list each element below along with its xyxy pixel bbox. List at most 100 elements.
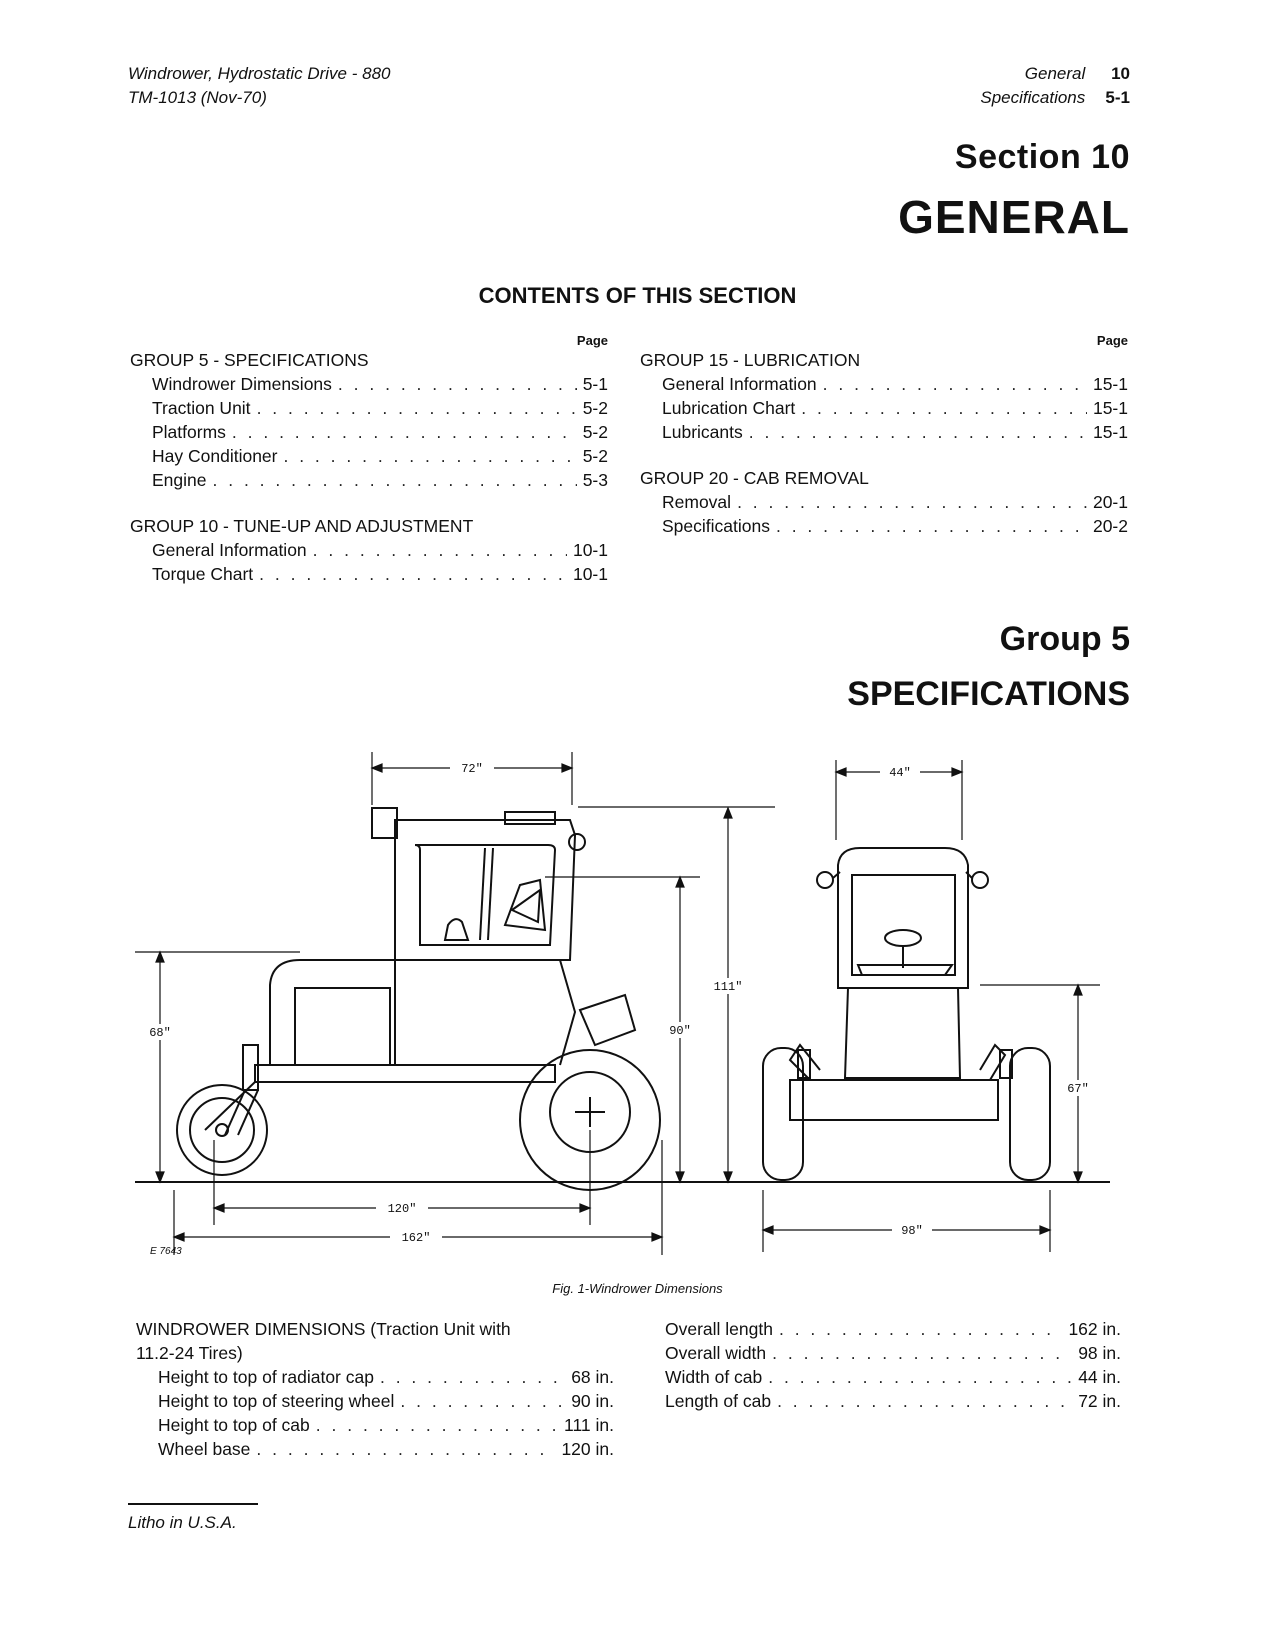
spec-row: Length of cab 72 in. [665,1389,1121,1413]
spec-label: Height to top of cab [158,1415,310,1435]
dim-height-front: 67" [1067,1082,1089,1096]
toc-left-column: Page GROUP 5 - SPECIFICATIONS Windrower … [130,333,608,586]
toc-entry-label: Traction Unit [152,398,251,418]
section-number: Section 10 [954,138,1130,176]
toc-entry[interactable]: Engine 5-3 [130,468,608,492]
toc-entry-label: Torque Chart [152,564,254,584]
toc-entry-page: 5-2 [582,446,608,466]
front-view-dimensions [761,760,1100,1252]
header-page-label: Specifications [980,88,1086,107]
toc-entry-page: 5-2 [582,422,608,442]
figure-code: E 7643 [150,1246,182,1257]
dim-cab-length: 72" [461,762,483,776]
spec-row: Width of cab 44 in. [665,1365,1121,1389]
toc-group-heading: GROUP 20 - CAB REMOVAL [640,468,869,488]
toc-group-heading: GROUP 5 - SPECIFICATIONS [130,350,369,370]
dim-overall-width: 98" [901,1224,923,1238]
spec-row: Wheel base 120 in. [136,1437,614,1461]
toc-right-column: Page GROUP 15 - LUBRICATION General Info… [640,333,1128,538]
toc-entry-page: 20-1 [1092,492,1128,512]
header-section-label: General [1024,64,1086,83]
header-page-line: Specifications 5-1 [980,86,1130,110]
toc-entry-page: 5-3 [582,470,608,490]
spec-row: Height to top of radiator cap68 in. [136,1365,614,1389]
toc-entry-label: Windrower Dimensions [152,374,332,394]
header-page-number: 5-1 [1105,88,1130,107]
toc-entry-label: Specifications [662,516,770,536]
front-view-drawing [762,847,1051,1181]
manual-code: TM-1013 (Nov-70) [128,88,267,107]
toc-entry[interactable]: Platforms 5-2 [130,420,608,444]
toc-entry[interactable]: General Information 10-1 [130,538,608,562]
spec-value: 90 in. [571,1391,614,1411]
side-view-drawing [176,807,661,1191]
toc-entry-label: General Information [662,374,817,394]
dim-wheel-base: 120" [388,1202,417,1216]
header-section-number: 10 [1111,64,1130,83]
toc-entry-page: 15-1 [1092,374,1128,394]
toc-entry-label: Removal [662,492,732,512]
group-title: SPECIFICATIONS [847,675,1130,713]
dim-height-cab: 111" [714,980,743,994]
toc-entry-page: 20-2 [1092,516,1128,536]
toc-entry-page: 5-1 [582,374,608,394]
toc-entry[interactable]: Traction Unit 5-2 [130,396,608,420]
spec-label: Overall length [665,1319,773,1339]
toc-entry[interactable]: Lubrication Chart15-1 [640,396,1128,420]
section-title: GENERAL [898,191,1130,243]
dim-overall-length: 162" [402,1231,431,1245]
toc-entry-label: Hay Conditioner [152,446,278,466]
specs-heading-cont: 11.2-24 Tires) [136,1343,243,1363]
spec-label: Overall width [665,1343,767,1363]
toc-group-heading: GROUP 10 - TUNE-UP AND ADJUSTMENT [130,516,474,536]
side-view-dimensions [135,752,775,1255]
dim-height-radiator: 68" [149,1026,171,1040]
spec-value: 98 in. [1078,1343,1121,1363]
contents-title: CONTENTS OF THIS SECTION [478,283,797,308]
spec-row: Height to top of cab 111 in. [136,1413,614,1437]
spec-value: 162 in. [1068,1319,1121,1339]
spec-value: 120 in. [561,1439,614,1459]
spec-label: Length of cab [665,1391,772,1411]
toc-entry[interactable]: Windrower Dimensions 5-1 [130,372,608,396]
spec-label: Height to top of steering wheel [158,1391,395,1411]
toc-page-label: Page [1096,333,1128,348]
toc-entry-label: Lubrication Chart [662,398,796,418]
spec-value: 68 in. [571,1367,614,1387]
specs-right-column: Overall length 162 in. Overall width 98 in… [665,1317,1121,1413]
toc-entry[interactable]: Hay Conditioner 5-2 [130,444,608,468]
header-left: Windrower, Hydrostatic Drive - 880 TM-10… [128,62,391,110]
manual-title: Windrower, Hydrostatic Drive - 880 [128,64,391,83]
specs-left-column: WINDROWER DIMENSIONS (Traction Unit with… [136,1317,614,1461]
header-section-line: General 10 [980,62,1130,86]
toc-entry-label: Lubricants [662,422,743,442]
toc-entry[interactable]: Torque Chart 10-1 [130,562,608,586]
spec-label: Width of cab [665,1367,763,1387]
toc-entry[interactable]: Lubricants15-1 [640,420,1128,444]
toc-page-label: Page [576,333,608,348]
toc-entry-page: 10-1 [572,540,608,560]
toc-entry-label: Engine [152,470,207,490]
spec-row: Overall length 162 in. [665,1317,1121,1341]
toc-entry[interactable]: General Information 15-1 [640,372,1128,396]
toc-entry-label: Platforms [152,422,226,442]
toc-group-heading: GROUP 15 - LUBRICATION [640,350,861,370]
litho-footer: Litho in U.S.A. [128,1503,258,1533]
dim-cab-width: 44" [889,766,911,780]
group-number: Group 5 [999,620,1130,658]
toc-entry-page: 5-2 [582,398,608,418]
spec-row: Overall width 98 in. [665,1341,1121,1365]
spec-value: 44 in. [1078,1367,1121,1387]
specs-heading: WINDROWER DIMENSIONS (Traction Unit with [136,1319,511,1339]
spec-value: 111 in. [564,1415,614,1435]
spec-label: Wheel base [158,1439,251,1459]
dim-height-wheel: 90" [669,1024,691,1038]
spec-row: Height to top of steering wheel 90 in. [136,1389,614,1413]
spec-value: 72 in. [1078,1391,1121,1411]
toc-entry-label: General Information [152,540,307,560]
toc-entry[interactable]: Removal 20-1 [640,490,1128,514]
figure-caption: Fig. 1-Windrower Dimensions [552,1281,723,1296]
toc-entry[interactable]: Specifications 20-2 [640,514,1128,538]
toc-entry-page: 10-1 [572,564,608,584]
